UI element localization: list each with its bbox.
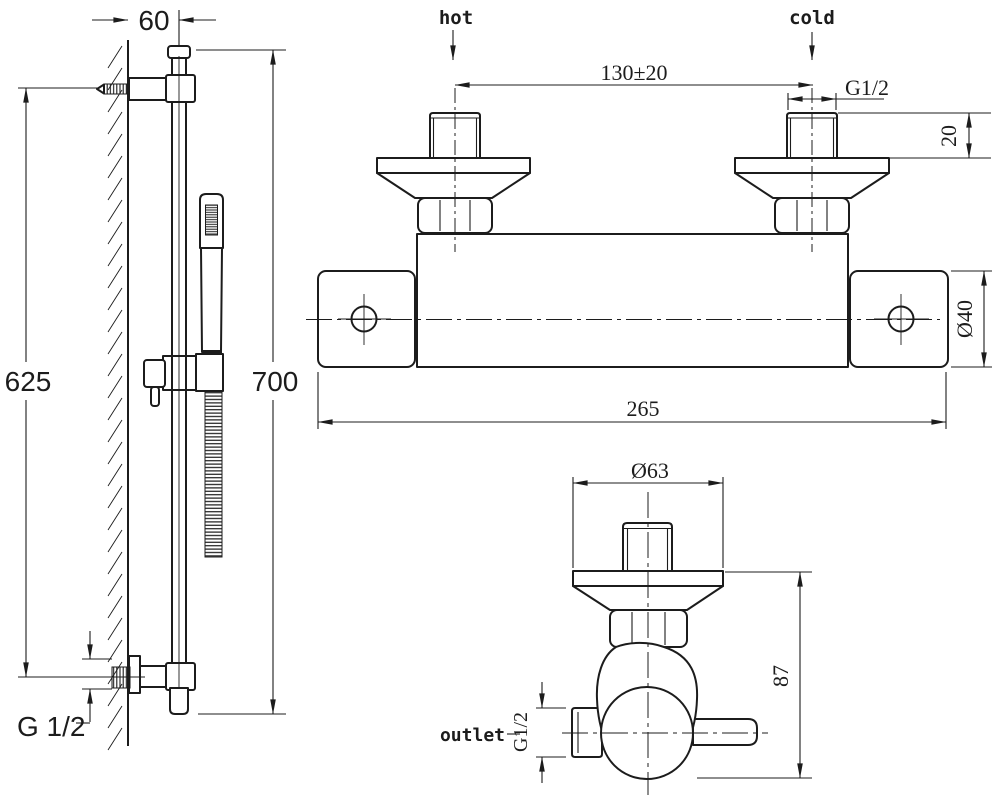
dim-thread-length: 20 [936,125,961,147]
dim-overall-width: 265 [627,396,660,421]
screw-thread [103,83,128,95]
screw-tip [96,83,105,95]
dim-rail-height-625: 625 [5,366,52,397]
rail-bottom-end [169,687,189,715]
dim-total-height-700: 700 [252,366,299,397]
dim-offset-60: 60 [138,5,169,36]
dim-inlet-spacing: 130±20 [600,60,667,85]
profile-dimensions: Ø63 87 G1/2 outlet [440,458,812,783]
front-dimensions: hot cold 130±20 G1/2 20 Ø40 265 [317,7,992,429]
hand-shower-grip [200,247,223,353]
spray-face [205,204,218,236]
dim-depth: 87 [768,665,793,687]
slider-lever [150,386,160,407]
hot-inlet [376,88,531,252]
top-wall-bracket [96,74,196,103]
shower-hose [204,390,223,558]
slider-clamp [143,359,166,388]
temperature-handle [692,718,758,746]
side-dimensions: 60 625 700 G 1/2 [5,5,299,742]
hot-escutcheon-plate [376,157,531,174]
side-view: 60 625 700 G 1/2 [5,5,299,751]
dim-outlet-thread: G1/2 [510,712,532,752]
mixer-body [416,233,849,368]
top-bracket-collar [165,74,196,103]
front-view: hot cold 130±20 G1/2 20 Ø40 265 [306,7,992,429]
slider-bracket [143,353,224,407]
profile-view: Ø63 87 G1/2 outlet [440,458,812,795]
dim-end-diameter: Ø40 [952,300,977,338]
hot-escutcheon-cone [376,172,531,199]
cold-label: cold [789,7,835,29]
dim-inlet-thread: G1/2 [845,75,889,100]
bottom-bracket-collar [165,662,196,691]
wall-flange [128,655,141,694]
dim-flange-diameter: Ø63 [631,458,669,483]
top-bracket-arm [128,77,169,101]
outlet-label: outlet [440,725,505,746]
dim-wall-thread-g12: G 1/2 [17,711,85,742]
cold-inlet [734,88,890,252]
hot-label: hot [439,7,473,29]
hand-shower [199,193,224,358]
handset-holder [195,353,224,392]
wall-hatching [107,45,123,751]
bottom-wall-bracket [111,655,196,715]
